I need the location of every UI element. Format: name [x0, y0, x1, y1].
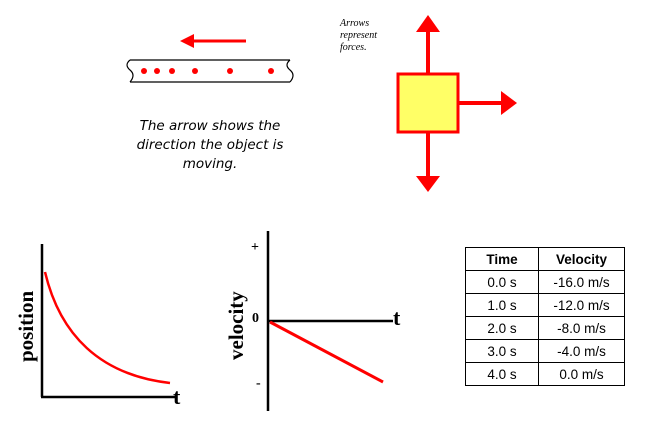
force-arrow-right: [458, 91, 517, 115]
velocity-cell: -16.0 m/s: [538, 270, 625, 294]
time-cell: 0.0 s: [465, 270, 539, 294]
time-cell: 3.0 s: [465, 339, 539, 363]
velocity-axis-label: velocity: [224, 291, 248, 360]
forces-note: Arrows represent forces.: [340, 18, 378, 53]
time-cell: 4.0 s: [465, 362, 539, 386]
table-row: 4.0 s 0.0 m/s: [465, 362, 625, 386]
force-box: [396, 72, 460, 134]
table-header-time: Time: [465, 247, 539, 271]
motion-dot: [169, 68, 175, 74]
velocity-tick-zero: 0: [252, 311, 259, 326]
table-row: 1.0 s -12.0 m/s: [465, 293, 625, 317]
motion-direction-arrow: [180, 34, 246, 48]
time-cell: 2.0 s: [465, 316, 539, 340]
velocity-table: Time Velocity 0.0 s -16.0 m/s 1.0 s -12.…: [465, 247, 625, 386]
velocity-tick-minus: -: [256, 376, 261, 391]
motion-caption: The arrow shows the direction the object…: [136, 118, 284, 172]
motion-dot: [141, 68, 147, 74]
motion-dot: [227, 68, 233, 74]
table-row: 0.0 s -16.0 m/s: [465, 270, 625, 294]
force-arrow-up: [416, 15, 440, 74]
velocity-tick-plus: +: [251, 240, 259, 255]
velocity-cell: -8.0 m/s: [538, 316, 625, 340]
motion-strip: [126, 59, 294, 83]
velocity-cell: 0.0 m/s: [538, 362, 625, 386]
position-axis-label: position: [14, 290, 38, 362]
position-graph-axes: [40, 244, 176, 399]
motion-dot: [268, 68, 274, 74]
table-header-row: Time Velocity: [465, 247, 625, 271]
force-arrow-down: [416, 132, 440, 192]
velocity-cell: -12.0 m/s: [538, 293, 625, 317]
position-time-label: t: [173, 384, 181, 409]
time-cell: 1.0 s: [465, 293, 539, 317]
table-row: 2.0 s -8.0 m/s: [465, 316, 625, 340]
velocity-line: [269, 320, 384, 384]
velocity-time-label: t: [393, 305, 401, 330]
motion-dot: [192, 68, 198, 74]
velocity-cell: -4.0 m/s: [538, 339, 625, 363]
motion-dot: [154, 68, 160, 74]
position-curve: [43, 271, 171, 385]
table-header-velocity: Velocity: [538, 247, 625, 271]
table-row: 3.0 s -4.0 m/s: [465, 339, 625, 363]
velocity-graph-axes: [266, 231, 393, 411]
